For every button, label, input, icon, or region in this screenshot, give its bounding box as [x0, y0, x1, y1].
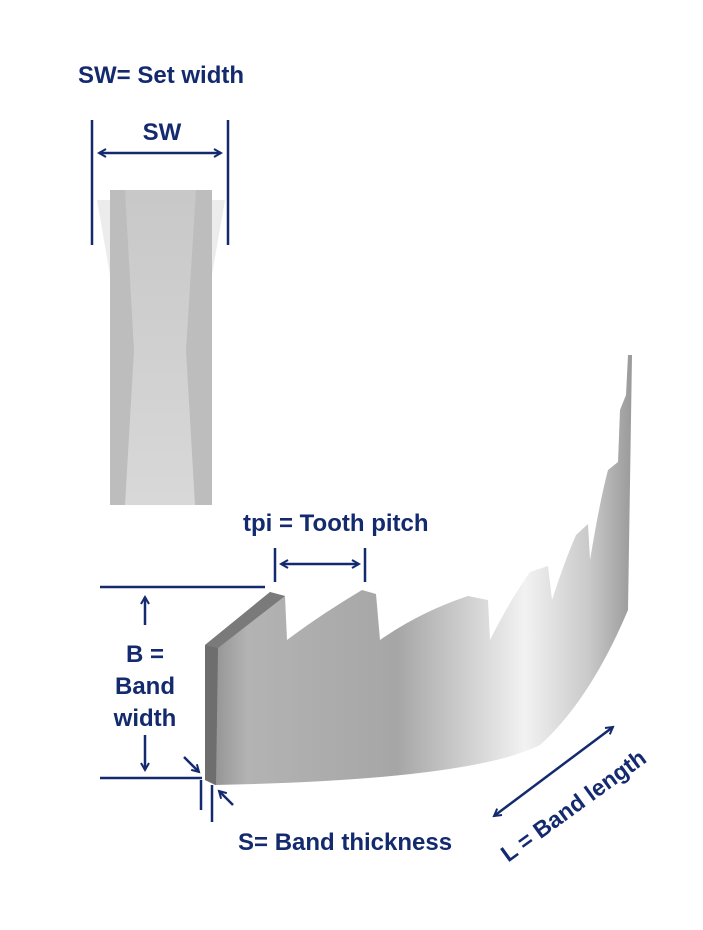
thickness-arrow-left	[183, 756, 199, 772]
band-blade-illustration	[205, 355, 632, 785]
band-width-label-line3: width	[113, 705, 177, 732]
thickness-arrow-right	[219, 791, 234, 806]
sw-label: SW	[143, 119, 182, 146]
band-length-arrow	[494, 727, 613, 816]
dimension-lines	[90, 120, 613, 822]
tooth-pitch-label: tpi = Tooth pitch	[243, 510, 429, 537]
band-width-label-line2: Band	[115, 673, 175, 700]
band-width-label-line1: B =	[126, 641, 164, 668]
set-width-blade-illustration	[97, 190, 225, 505]
set-width-title: SW= Set width	[78, 62, 244, 89]
band-thickness-label: S= Band thickness	[238, 829, 452, 856]
band-length-label: L = Band length	[496, 744, 651, 867]
